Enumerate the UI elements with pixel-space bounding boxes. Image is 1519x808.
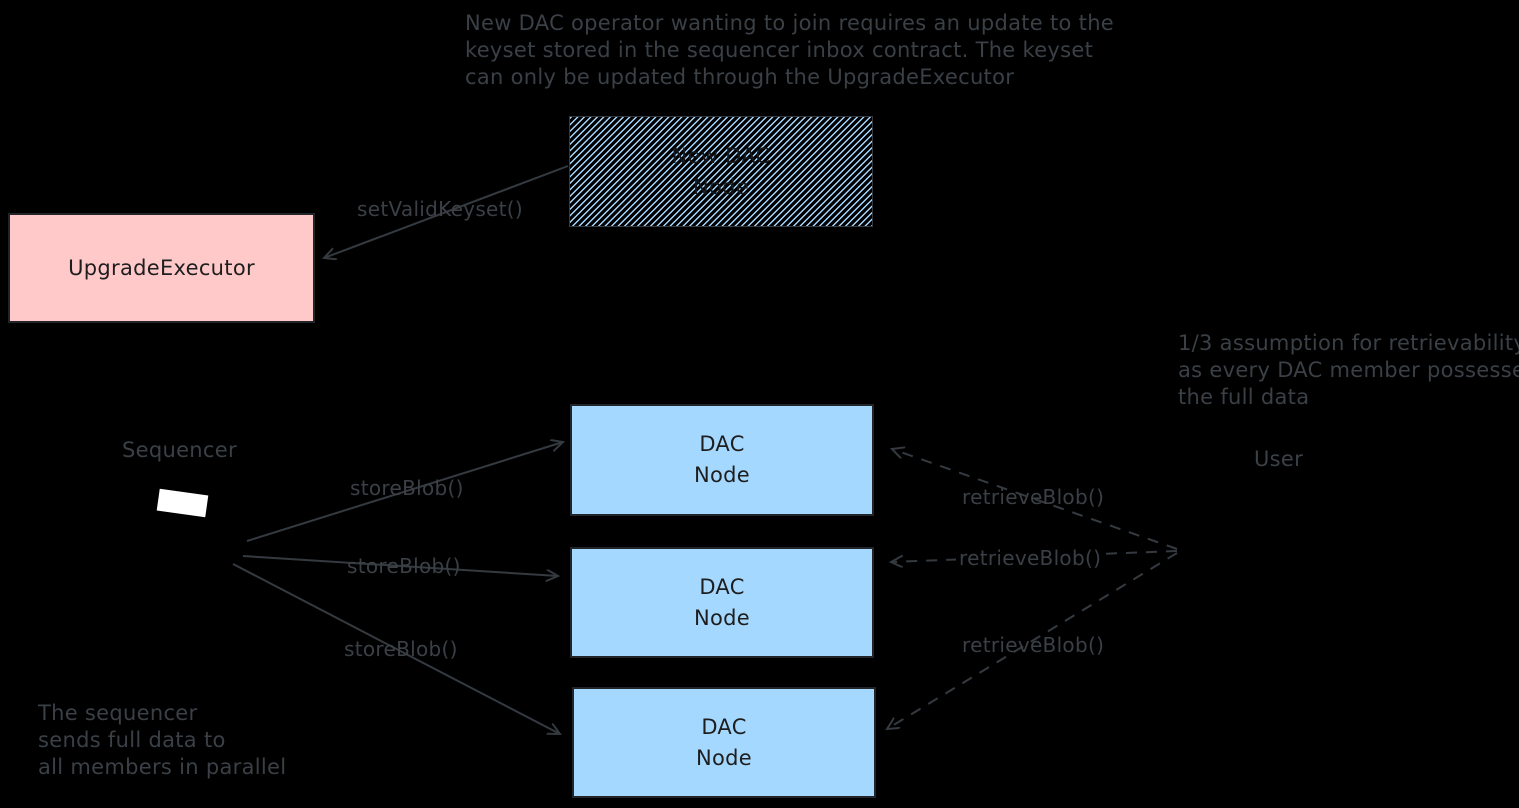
- node-label: DAC: [699, 432, 745, 456]
- edge-label-set-valid-keyset: setValidKeyset(): [357, 197, 523, 221]
- node-dac-3: DAC Node: [572, 687, 876, 798]
- note-line: New DAC operator wanting to join require…: [465, 11, 1115, 35]
- node-dac-1: DAC Node: [570, 404, 874, 516]
- note-line: 1/3 assumption for retrievability,: [1178, 331, 1519, 355]
- node-new-dac-node: New DAC Node: [569, 116, 873, 227]
- note-line: keyset stored in the sequencer inbox con…: [465, 38, 1094, 62]
- edge-label-retrieve-blob-1: retrieveBlob(): [962, 485, 1105, 509]
- node-label: DAC: [699, 574, 745, 599]
- node-label: New DAC: [671, 143, 771, 168]
- sequencer-screen-shape: [156, 488, 209, 518]
- node-dac-2: DAC Node: [570, 547, 874, 658]
- note-line: sends full data to: [38, 728, 226, 752]
- node-label: Node: [693, 605, 750, 630]
- note-line: The sequencer: [38, 701, 198, 725]
- note-line: all members in parallel: [38, 755, 287, 779]
- note-line: can only be updated through the UpgradeE…: [465, 65, 1015, 89]
- user-label: User: [1254, 447, 1304, 471]
- edge-label-retrieve-blob-2: retrieveBlob(): [956, 546, 1105, 570]
- sequencer-label: Sequencer: [122, 438, 237, 462]
- node-label: Node: [695, 745, 752, 770]
- note-retrievability: 1/3 assumption for retrievability, as ev…: [1178, 330, 1519, 411]
- note-parallel-send: The sequencer sends full data to all mem…: [38, 700, 286, 781]
- edge-label-retrieve-blob-3: retrieveBlob(): [962, 633, 1105, 657]
- node-upgrade-executor: UpgradeExecutor: [8, 213, 315, 323]
- node-label: DAC: [701, 714, 747, 739]
- node-label: Node: [692, 174, 749, 199]
- note-line: the full data: [1178, 385, 1310, 409]
- note-line: as every DAC member possesses: [1178, 358, 1519, 382]
- edge-label-store-blob-3: storeBlob(): [344, 637, 458, 661]
- edge-label-store-blob-1: storeBlob(): [350, 476, 464, 500]
- edge-label-store-blob-2: storeBlob(): [347, 554, 461, 578]
- note-keyset-update: New DAC operator wanting to join require…: [465, 10, 1114, 91]
- node-label: Node: [693, 463, 750, 487]
- node-label: UpgradeExecutor: [68, 255, 255, 280]
